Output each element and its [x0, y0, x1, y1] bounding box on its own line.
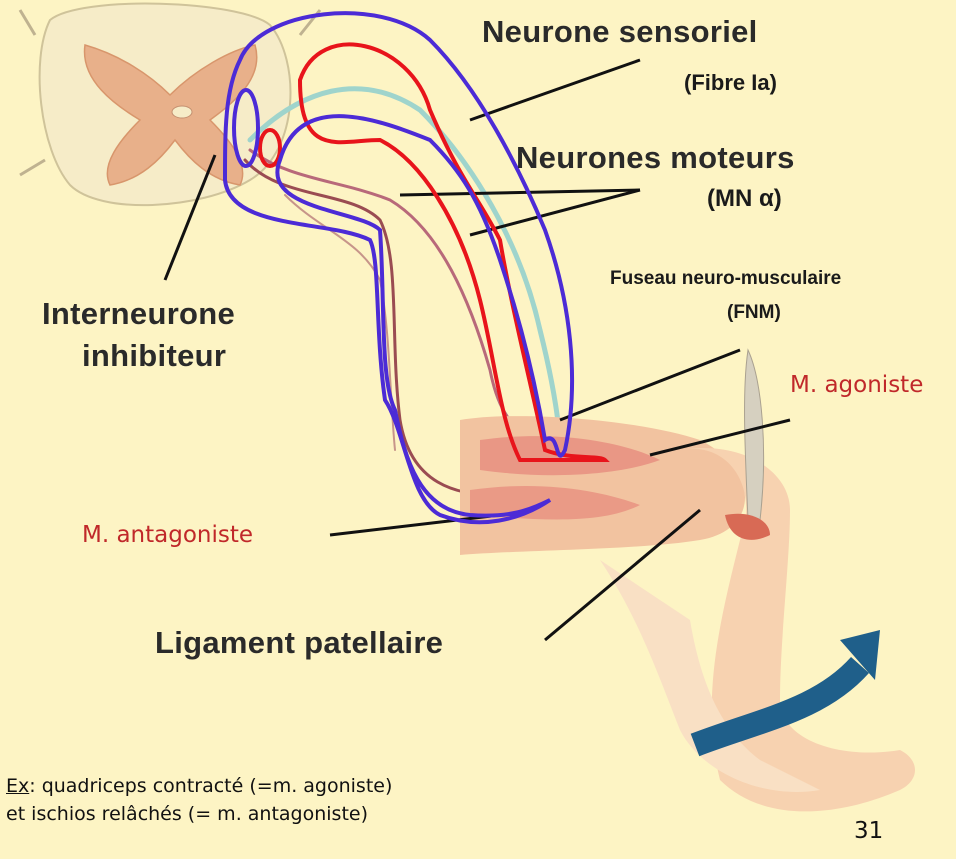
red-annotation: [258, 42, 610, 462]
interneuron-label-line1: Interneurone: [42, 296, 236, 331]
thigh: [460, 416, 745, 555]
interneuron-label-line2: inhibiteur: [82, 338, 227, 373]
agonist-label: M. agoniste: [790, 372, 924, 398]
sensory-neuron-label: Neurone sensoriel: [482, 14, 758, 49]
example-note: Ex: quadriceps contracté (=m. agoniste) …: [6, 772, 392, 828]
antagonist-label: M. antagoniste: [82, 522, 254, 548]
example-note-line1: Ex: quadriceps contracté (=m. agoniste): [6, 772, 392, 800]
leg: [600, 348, 915, 812]
leader-lines: [163, 58, 791, 642]
example-label: Ex: [6, 775, 30, 797]
fiber-type-label: (Fibre Ia): [684, 70, 777, 95]
ligament-label: Ligament patellaire: [155, 625, 444, 660]
blue-annotation: [222, 11, 575, 525]
page-number: 31: [854, 818, 884, 844]
example-note-line1-text: : quadriceps contracté (=m. agoniste): [29, 775, 393, 797]
movement-arrowhead: [840, 630, 880, 680]
motor-neuron-type-label: (MN α): [707, 185, 782, 212]
spindle-label: Fuseau neuro-musculaire: [610, 268, 842, 289]
spinal-cord: [18, 2, 322, 207]
movement-arrow: [690, 656, 869, 757]
motor-neurons-label: Neurones moteurs: [516, 140, 795, 175]
spindle-abbr-label: (FNM): [727, 302, 781, 323]
example-note-line2: et ischios relâchés (= m. antagoniste): [6, 803, 369, 825]
